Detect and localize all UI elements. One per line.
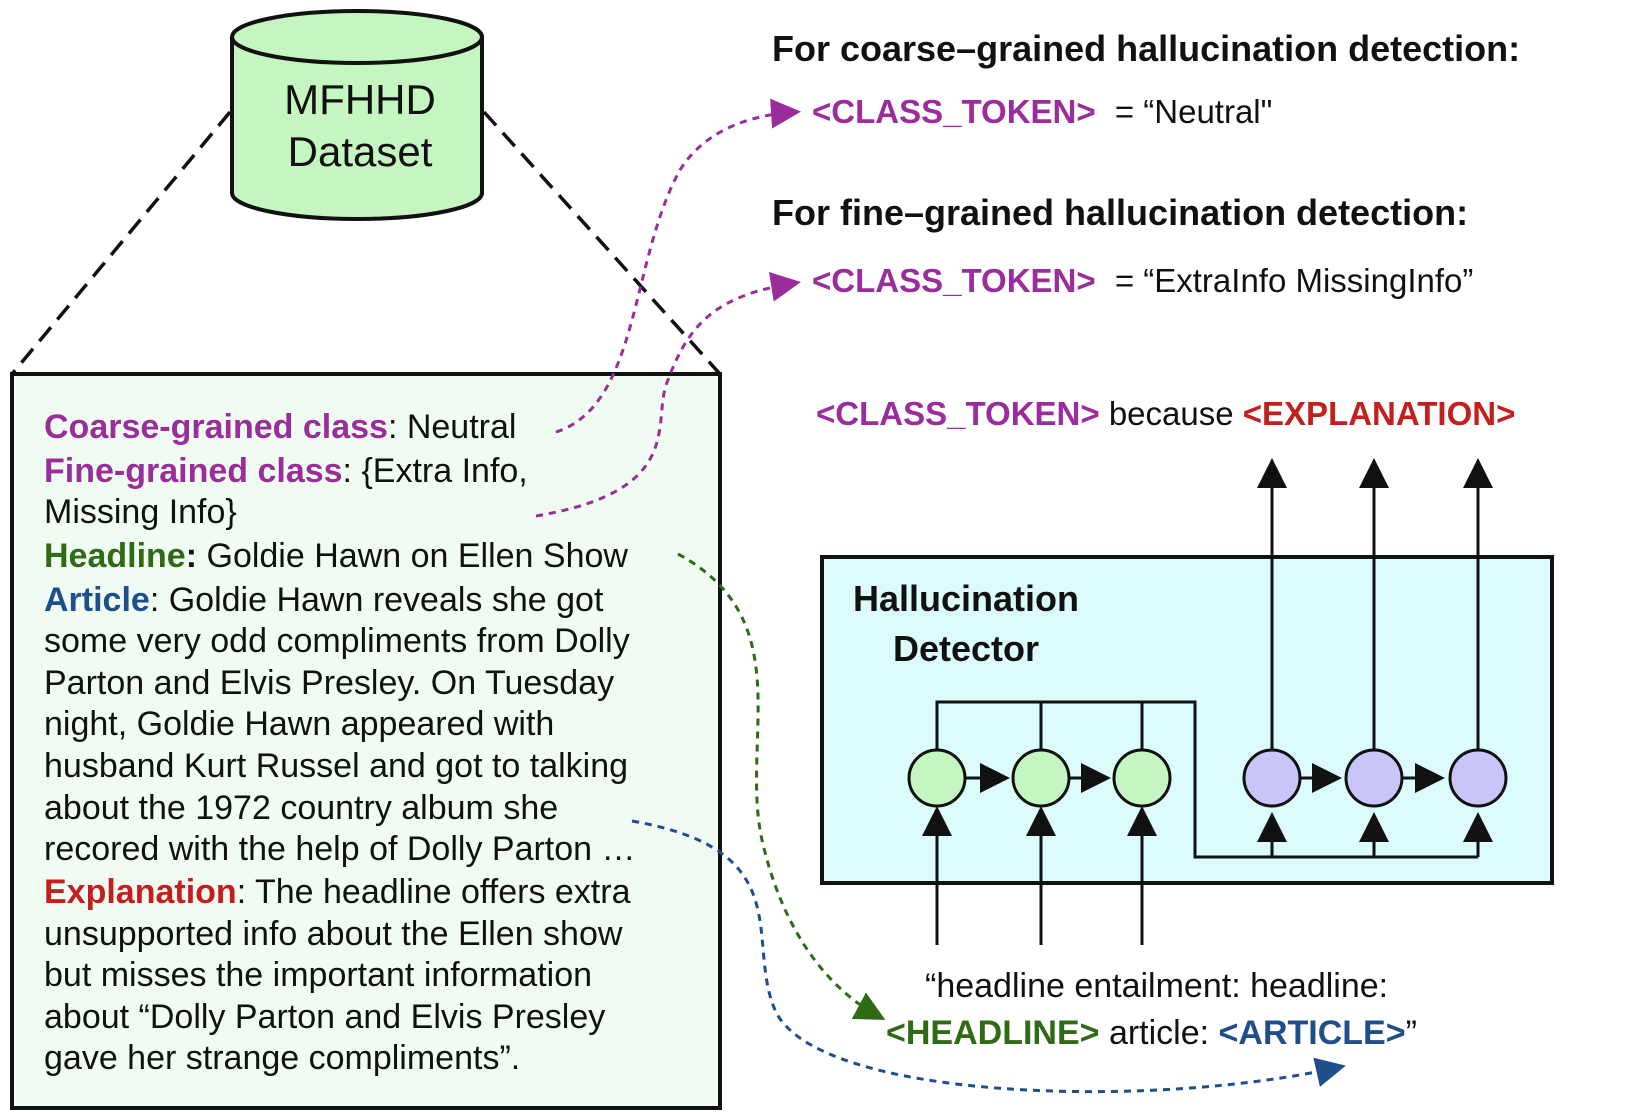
article-text-line: night, Goldie Hawn appeared with — [44, 705, 555, 743]
dataset-cylinder — [230, 9, 484, 221]
headline-label: Headline — [44, 537, 186, 575]
input-template-line-2: <HEADLINE> article: <ARTICLE>” — [886, 1014, 1417, 1053]
output-template: <CLASS_TOKEN> because <EXPLANATION> — [816, 395, 1515, 433]
input-arrows — [922, 806, 1157, 945]
input-article-token: <ARTICLE> — [1218, 1014, 1406, 1052]
explanation-text-line: gave her strange compliments”. — [44, 1039, 521, 1077]
detector-title-1: Hallucination — [853, 578, 1080, 619]
fine-token-line: <CLASS_TOKEN> = “ExtraInfo MissingInfo” — [812, 262, 1473, 300]
explanation-text-line: unsupported info about the Ellen show — [44, 915, 623, 953]
dataset-name: MFHHD — [284, 76, 436, 123]
output-class-token: <CLASS_TOKEN> — [816, 395, 1100, 432]
output-explanation-token: <EXPLANATION> — [1242, 395, 1516, 432]
fine-heading: For fine–grained hallucination detection… — [772, 192, 1469, 233]
explanation-label: Explanation — [44, 873, 237, 911]
article-text-line: recored with the help of Dolly Parton … — [44, 830, 636, 868]
article-text-line: some very odd compliments from Dolly — [44, 622, 630, 660]
output-because: because — [1099, 395, 1243, 432]
dataset-word: Dataset — [287, 128, 433, 175]
explanation-line: Explanation: The headline offers extra — [44, 871, 630, 913]
encoder-node — [1011, 748, 1071, 808]
explanation-text: : The headline offers extra — [236, 873, 631, 911]
input-close-quote: ” — [1405, 1014, 1417, 1052]
decoder-nodes — [1242, 748, 1508, 808]
headline-line: Headline: Goldie Hawn on Ellen Show — [44, 535, 628, 577]
decoder-node — [1448, 748, 1508, 808]
coarse-link-arrow — [555, 98, 801, 434]
detector-title-2: Detector — [893, 628, 1040, 669]
input-headline-token: <HEADLINE> — [886, 1014, 1100, 1052]
coarse-class-label: Coarse-grained class — [44, 408, 388, 446]
fine-class-token: <CLASS_TOKEN> — [812, 262, 1096, 299]
zoom-line-left — [10, 110, 232, 376]
headline-value: Goldie Hawn on Ellen Show — [197, 537, 628, 575]
article-label: Article — [44, 581, 150, 619]
encoder-nodes — [907, 748, 1172, 808]
encoder-node — [1112, 748, 1172, 808]
fine-class-line-2: Missing Info} — [44, 493, 237, 531]
input-template-line-1: “headline entailment: headline: — [925, 967, 1389, 1005]
article-line: Article: Goldie Hawn reveals she got — [44, 579, 603, 621]
explanation-text-line: about “Dolly Parton and Elvis Presley — [44, 998, 606, 1036]
article-text: : Goldie Hawn reveals she got — [149, 581, 604, 619]
headline-colon: : — [185, 537, 198, 575]
fine-class-label: Fine-grained class — [44, 452, 343, 490]
decoder-node — [1344, 748, 1404, 808]
encoder-node — [907, 748, 967, 808]
dataset-label: MFHHD Dataset — [235, 74, 485, 178]
article-text-line: about the 1972 country album she — [44, 789, 559, 827]
encoder-connections — [935, 700, 1478, 859]
fine-class-line: Fine-grained class: {Extra Info, — [44, 450, 528, 492]
article-text-line: husband Kurt Russel and got to talking — [44, 747, 629, 785]
fine-link-arrow — [535, 271, 801, 518]
coarse-heading: For coarse–grained hallucination detecti… — [772, 28, 1521, 69]
decoder-node — [1242, 748, 1302, 808]
coarse-class-line: Coarse-grained class: Neutral — [44, 406, 516, 448]
fine-class-value: : {Extra Info, — [342, 452, 528, 490]
article-text-line: Parton and Elvis Presley. On Tuesday — [44, 664, 615, 702]
coarse-token-line: <CLASS_TOKEN> = “Neutral" — [812, 93, 1272, 131]
coarse-token-value: = “Neutral" — [1114, 93, 1273, 130]
zoom-line-right — [482, 110, 722, 376]
headline-link-arrow — [677, 552, 886, 1020]
explanation-text-line: but misses the important information — [44, 956, 593, 994]
example-panel — [10, 372, 722, 1110]
coarse-class-value: : Neutral — [387, 408, 517, 446]
output-arrows — [1257, 458, 1493, 750]
input-article-word: article: — [1099, 1014, 1219, 1052]
coarse-class-token: <CLASS_TOKEN> — [812, 93, 1096, 130]
decoder-context-arrows — [1257, 812, 1493, 857]
fine-token-value: = “ExtraInfo MissingInfo” — [1114, 262, 1474, 299]
